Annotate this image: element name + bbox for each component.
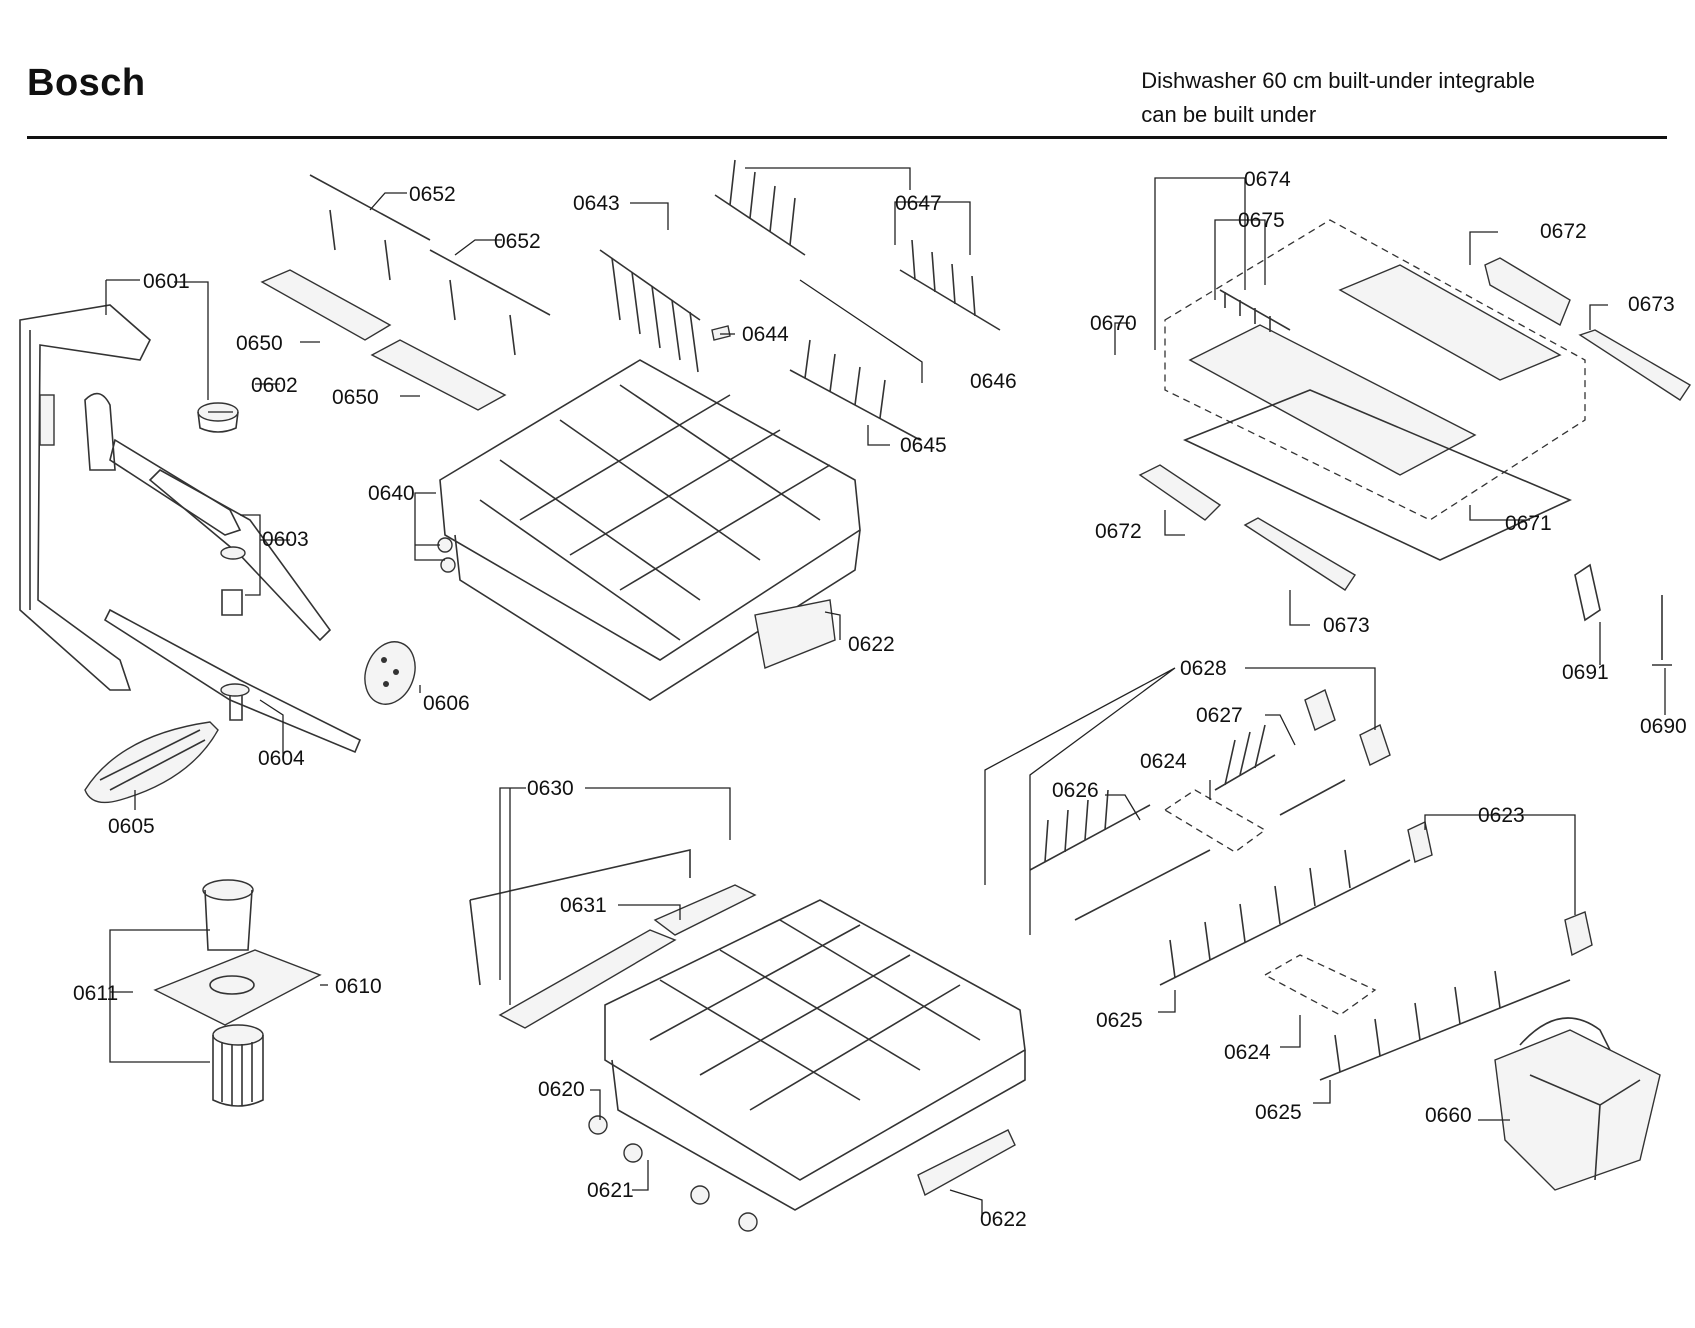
label-0673-b: 0673 <box>1323 614 1370 637</box>
label-0631: 0631 <box>560 894 607 917</box>
label-0675: 0675 <box>1238 209 1285 232</box>
header-divider <box>27 136 1667 139</box>
part-0626-tine-rows <box>1029 789 1211 921</box>
label-0643: 0643 <box>573 192 620 215</box>
label-0604: 0604 <box>258 747 305 770</box>
part-0624-clips-lower <box>1263 954 1377 1016</box>
part-0605-filter-cover <box>84 721 219 804</box>
part-0660-cutlery-basket <box>1494 1017 1661 1191</box>
part-0625-tine-rows <box>1159 849 1571 1081</box>
diagram-title: Dishwasher 60 cm built-under integrable … <box>1141 64 1535 132</box>
label-0652-a: 0652 <box>409 183 456 206</box>
label-0652-b: 0652 <box>494 230 541 253</box>
label-0601: 0601 <box>143 270 190 293</box>
subtitle-line-1: Dishwasher 60 cm built-under integrable <box>1141 68 1535 93</box>
part-0624-clips-upper <box>1163 789 1267 853</box>
label-0647: 0647 <box>895 192 942 215</box>
label-0611: 0611 <box>73 982 118 1005</box>
part-0650-cup-shelves <box>260 269 507 411</box>
part-0670-assembly-outline <box>1164 219 1586 521</box>
part-0643-tine-row <box>599 249 701 373</box>
label-0602: 0602 <box>251 374 298 397</box>
label-0628: 0628 <box>1180 657 1227 680</box>
label-0640: 0640 <box>368 482 415 505</box>
label-0623: 0623 <box>1478 804 1525 827</box>
part-0673-side-strip <box>1243 329 1691 591</box>
part-0622-handle-lower <box>917 1129 1016 1197</box>
label-0624-b: 0624 <box>1224 1041 1271 1064</box>
label-0621: 0621 <box>587 1179 634 1202</box>
part-0631-cup-shelves <box>498 884 757 1029</box>
label-0650-b: 0650 <box>332 386 379 409</box>
part-0611-filter-cylinder <box>202 879 264 1107</box>
label-0671: 0671 <box>1505 512 1552 535</box>
part-0602-nut <box>197 402 239 433</box>
label-0620: 0620 <box>538 1078 585 1101</box>
part-0627-tine-row <box>1214 724 1346 816</box>
part-0610-fine-filter <box>153 949 322 1026</box>
label-0660: 0660 <box>1425 1104 1472 1127</box>
part-labels: 0601 0602 0603 0604 0605 0606 0610 0611 … <box>73 168 1687 1231</box>
part-0623-hinge <box>1407 820 1593 957</box>
part-0647-tine-row <box>899 239 1001 331</box>
part-0622-handle-upper <box>754 599 836 669</box>
part-0606-disc <box>364 641 416 705</box>
label-0603: 0603 <box>262 528 309 551</box>
part-0672-side-clip <box>1138 257 1571 521</box>
part-0621-wheels <box>623 1143 758 1232</box>
brand-logo-text: Bosch <box>27 62 146 104</box>
part-0640-upper-basket <box>437 359 861 701</box>
label-0627: 0627 <box>1196 704 1243 727</box>
leader-lines <box>105 167 1666 1218</box>
part-0671-frame <box>1182 389 1572 561</box>
part-0644-clip <box>711 325 731 341</box>
part-0628-hinge-clips <box>1304 689 1391 766</box>
part-0620-lower-basket <box>588 899 1026 1211</box>
label-0645: 0645 <box>900 434 947 457</box>
label-0690: 0690 <box>1640 715 1687 738</box>
label-0610: 0610 <box>335 975 382 998</box>
label-0622-a: 0622 <box>848 633 895 656</box>
label-0646: 0646 <box>970 370 1017 393</box>
label-0605: 0605 <box>108 815 155 838</box>
subtitle-line-2: can be built under <box>1141 102 1317 127</box>
part-0604-lower-spray-arm <box>103 608 362 754</box>
label-0673-a: 0673 <box>1628 293 1675 316</box>
label-0644: 0644 <box>742 323 789 346</box>
part-0652-rail-clips <box>309 174 551 356</box>
part-0646-tine-row <box>714 159 806 256</box>
part-0675-tine-insert <box>1219 289 1291 332</box>
label-0622-b: 0622 <box>980 1208 1027 1231</box>
label-0674: 0674 <box>1244 168 1291 191</box>
label-0672-b: 0672 <box>1095 520 1142 543</box>
label-0625-b: 0625 <box>1255 1101 1302 1124</box>
label-0606: 0606 <box>423 692 470 715</box>
label-0691: 0691 <box>1562 661 1609 684</box>
part-0645-tine-row <box>789 339 921 441</box>
label-0650-a: 0650 <box>236 332 283 355</box>
part-0601-supply-pipe <box>19 304 151 691</box>
part-0690-pin <box>1652 595 1672 666</box>
label-0624-a: 0624 <box>1140 750 1187 773</box>
label-0630: 0630 <box>527 777 574 800</box>
label-0672-a: 0672 <box>1540 220 1587 243</box>
part-0630-rail <box>469 848 691 986</box>
label-0625-a: 0625 <box>1096 1009 1143 1032</box>
label-0626: 0626 <box>1052 779 1099 802</box>
label-0670: 0670 <box>1090 312 1137 335</box>
part-0691-clip <box>1574 563 1601 622</box>
part-0603-upper-spray-arm <box>84 392 332 642</box>
part-0674-cutlery-tray <box>1188 264 1562 476</box>
